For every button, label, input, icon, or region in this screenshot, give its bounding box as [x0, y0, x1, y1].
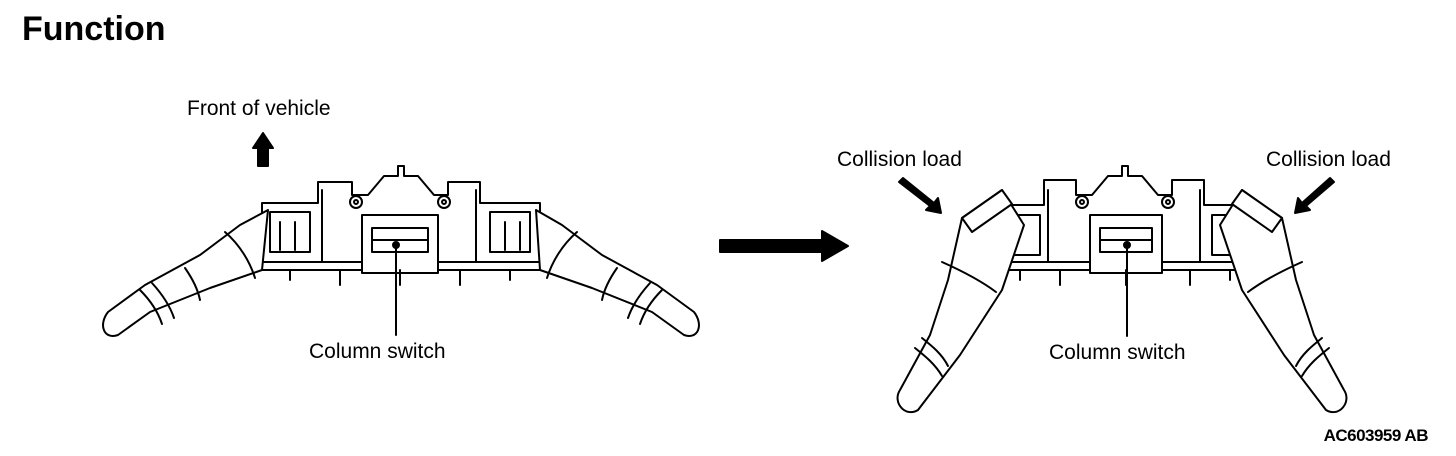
collision-load-label-right: Collision load	[1266, 148, 1391, 171]
front-arrow-icon	[252, 132, 274, 167]
collision-arrow-left-icon	[898, 177, 942, 214]
transition-arrow-icon	[719, 230, 849, 262]
column-switch-label-after: Column switch	[1049, 341, 1186, 364]
front-of-vehicle-label: Front of vehicle	[187, 97, 331, 120]
column-switch-label-before: Column switch	[309, 340, 446, 363]
collision-load-label-left: Collision load	[837, 148, 962, 171]
page-title: Function	[22, 10, 166, 48]
figure-code: AC603959 AB	[1323, 426, 1429, 445]
collision-arrow-right-icon	[1294, 177, 1335, 214]
column-switch-before	[102, 165, 700, 337]
column-switch-after	[896, 165, 1348, 413]
